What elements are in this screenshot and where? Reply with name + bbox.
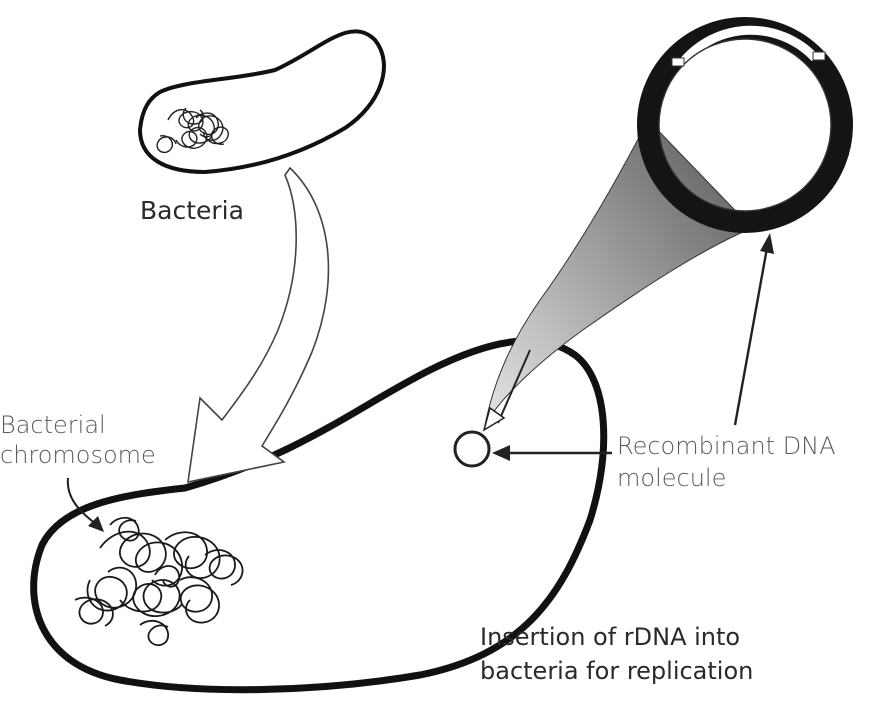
- chromosome-pointer-arrow: [66, 477, 104, 532]
- small-chromosome-tangle: [156, 107, 229, 154]
- recombinant-dna-label-line-1: Recombinant DNA: [617, 432, 836, 460]
- funnel-arrow: [482, 349, 531, 432]
- bacteria-label: Bacteria: [140, 196, 244, 225]
- small-bacterium-outline: [137, 29, 386, 175]
- bacterial-chromosome-label-line-1: Bacterial: [0, 411, 106, 439]
- recombinant-dna-label: Recombinant DNA molecule: [617, 430, 836, 494]
- bacterial-chromosome-label: Bacterial chromosome: [0, 410, 156, 470]
- plasmid-pointer-arrow: [733, 233, 774, 426]
- small-rdna-circle: [453, 430, 491, 468]
- plasmid-ring: [637, 17, 853, 233]
- rdna-pointer-arrow: [492, 445, 612, 461]
- bacterial-chromosome-label-line-2: chromosome: [0, 441, 156, 469]
- insertion-caption-line-1: Insertion of rDNA into: [480, 623, 741, 651]
- recombinant-dna-label-line-2: molecule: [617, 464, 727, 492]
- insertion-caption: Insertion of rDNA into bacteria for repl…: [480, 620, 753, 688]
- large-bacterium-outline: [30, 337, 608, 694]
- insertion-caption-line-2: bacteria for replication: [480, 657, 754, 685]
- transfer-arrow: [187, 166, 330, 484]
- large-chromosome-tangle: [74, 516, 244, 647]
